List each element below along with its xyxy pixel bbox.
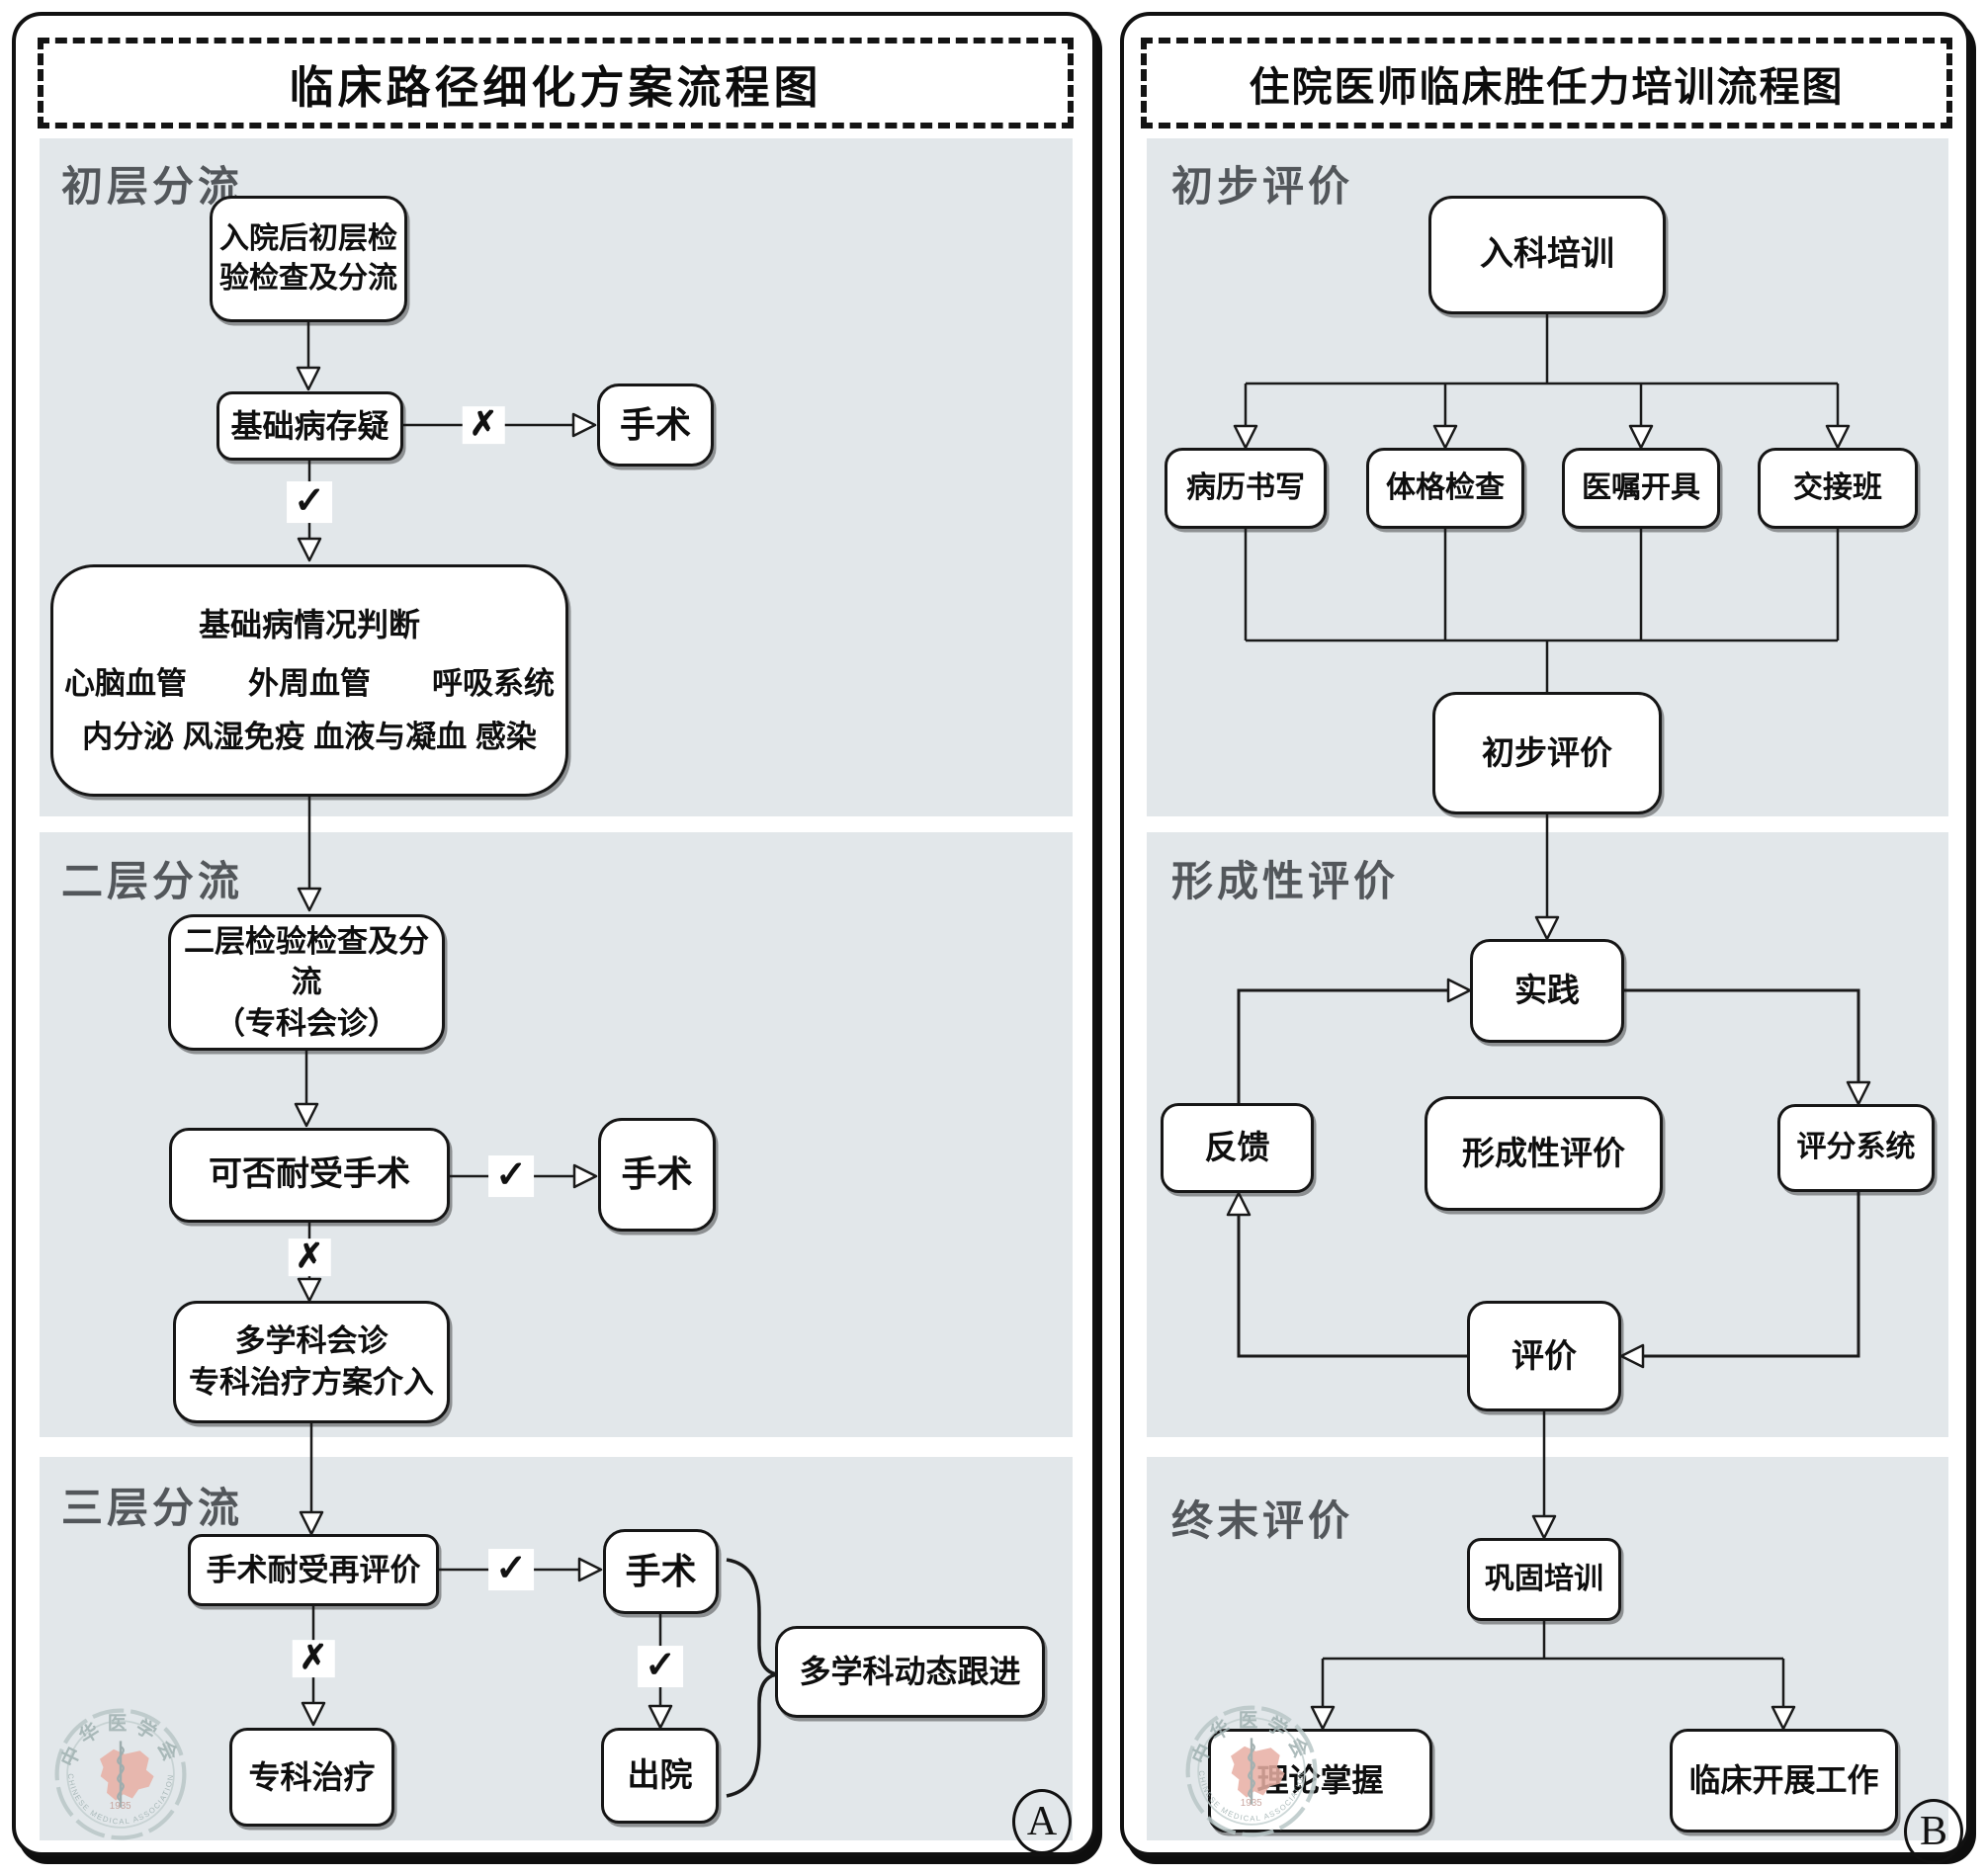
panel-b-header-2: 形成性评价 bbox=[1171, 858, 1400, 904]
node-judge-line-2: 内分泌 风湿免疫 血液与凝血 感染 bbox=[82, 719, 537, 754]
node-discharge: 出院 bbox=[601, 1728, 719, 1824]
node-surgery-2: 手术 bbox=[598, 1118, 716, 1232]
cross-marker-reeval-special: ✗ bbox=[292, 1640, 335, 1677]
node-feedback: 反馈 bbox=[1161, 1103, 1314, 1193]
caduceus-icon bbox=[1248, 1743, 1255, 1799]
node-doctor-orders: 医嘱开具 bbox=[1562, 448, 1720, 529]
panel-b-title: 住院医师临床胜任力培训流程图 bbox=[1249, 64, 1845, 110]
node-basic-disease-judgment: 基础病情况判断 心脑血管 外周血管 呼吸系统 内分泌 风湿免疫 血液与凝血 感染 bbox=[50, 564, 568, 797]
node-entry-training: 入科培训 bbox=[1428, 196, 1666, 314]
node-judge-line-1: 心脑血管 外周血管 呼吸系统 bbox=[64, 666, 555, 702]
node-mdt-dynamic-tracking: 多学科动态跟进 bbox=[775, 1626, 1045, 1718]
panel-a-header-1: 初层分流 bbox=[61, 163, 244, 210]
node-suspect: 基础病存疑 bbox=[216, 391, 403, 461]
cross-marker-suspect-surgery: ✗ bbox=[462, 406, 505, 444]
cma-watermark-a: 中华医学会 CHINESE MEDICAL ASSOCIATION 1935 bbox=[54, 1708, 187, 1840]
node-consolidation-training: 巩固培训 bbox=[1467, 1538, 1621, 1621]
node-initial-evaluation: 初步评价 bbox=[1432, 692, 1662, 814]
panel-b-corner-label: B bbox=[1904, 1799, 1963, 1864]
cma-watermark-b: 中华医学会 CHINESE MEDICAL ASSOCIATION 1935 bbox=[1185, 1705, 1318, 1837]
watermark-year-text: 1935 bbox=[1241, 1798, 1262, 1809]
node-judge-title: 基础病情况判断 bbox=[198, 606, 420, 642]
check-marker-suspect-judge: ✓ bbox=[287, 481, 332, 523]
panel-b-header-1: 初步评价 bbox=[1171, 163, 1354, 210]
panel-a-title-box: 临床路径细化方案流程图 bbox=[38, 38, 1074, 128]
node-surgery-reevaluation: 手术耐受再评价 bbox=[188, 1534, 439, 1606]
node-scoring-system: 评分系统 bbox=[1777, 1104, 1935, 1192]
node-medical-record-writing: 病历书写 bbox=[1165, 448, 1327, 529]
node-surgery-1: 手术 bbox=[597, 384, 714, 467]
node-formative-evaluation: 形成性评价 bbox=[1425, 1096, 1663, 1211]
arrowheads bbox=[294, 366, 1871, 1731]
node-special-treatment: 专科治疗 bbox=[229, 1728, 394, 1827]
node-evaluation: 评价 bbox=[1467, 1301, 1621, 1411]
connector-lines bbox=[304, 314, 1860, 1798]
check-marker-reeval-surgery: ✓ bbox=[488, 1549, 534, 1590]
node-surgery-3: 手术 bbox=[603, 1529, 719, 1614]
panel-a-header-2: 二层分流 bbox=[61, 858, 244, 904]
caduceus-icon bbox=[117, 1746, 125, 1802]
node-tolerate-surgery: 可否耐受手术 bbox=[169, 1128, 450, 1223]
node-mdt-consult: 多学科会诊 专科治疗方案介入 bbox=[173, 1301, 450, 1423]
panel-a-corner-label: A bbox=[1012, 1789, 1072, 1854]
brace-connector bbox=[726, 1558, 778, 1798]
check-marker-tolerate-surgery: ✓ bbox=[488, 1155, 534, 1197]
china-map-icon bbox=[100, 1748, 154, 1801]
panel-a-title: 临床路径细化方案流程图 bbox=[289, 61, 822, 113]
node-practice: 实践 bbox=[1470, 939, 1624, 1043]
panel-b-header-3: 终末评价 bbox=[1171, 1497, 1354, 1544]
node-second-screening: 二层检验检查及分流 （专科会诊） bbox=[168, 914, 445, 1051]
check-marker-surgery-discharge: ✓ bbox=[638, 1646, 683, 1687]
node-clinical-work: 临床开展工作 bbox=[1670, 1729, 1898, 1833]
watermark-year-text: 1935 bbox=[110, 1801, 131, 1812]
panel-a-header-3: 三层分流 bbox=[61, 1485, 244, 1531]
node-physical-exam: 体格检查 bbox=[1366, 448, 1524, 529]
cross-marker-tolerate-mdt: ✗ bbox=[288, 1238, 331, 1276]
node-shift-handover: 交接班 bbox=[1758, 448, 1918, 529]
node-admission: 入院后初层检 验检查及分流 bbox=[210, 196, 407, 322]
china-map-icon bbox=[1231, 1746, 1285, 1798]
panel-b-title-box: 住院医师临床胜任力培训流程图 bbox=[1141, 38, 1952, 128]
node-theory-mastery: 理论掌握 bbox=[1208, 1729, 1432, 1833]
